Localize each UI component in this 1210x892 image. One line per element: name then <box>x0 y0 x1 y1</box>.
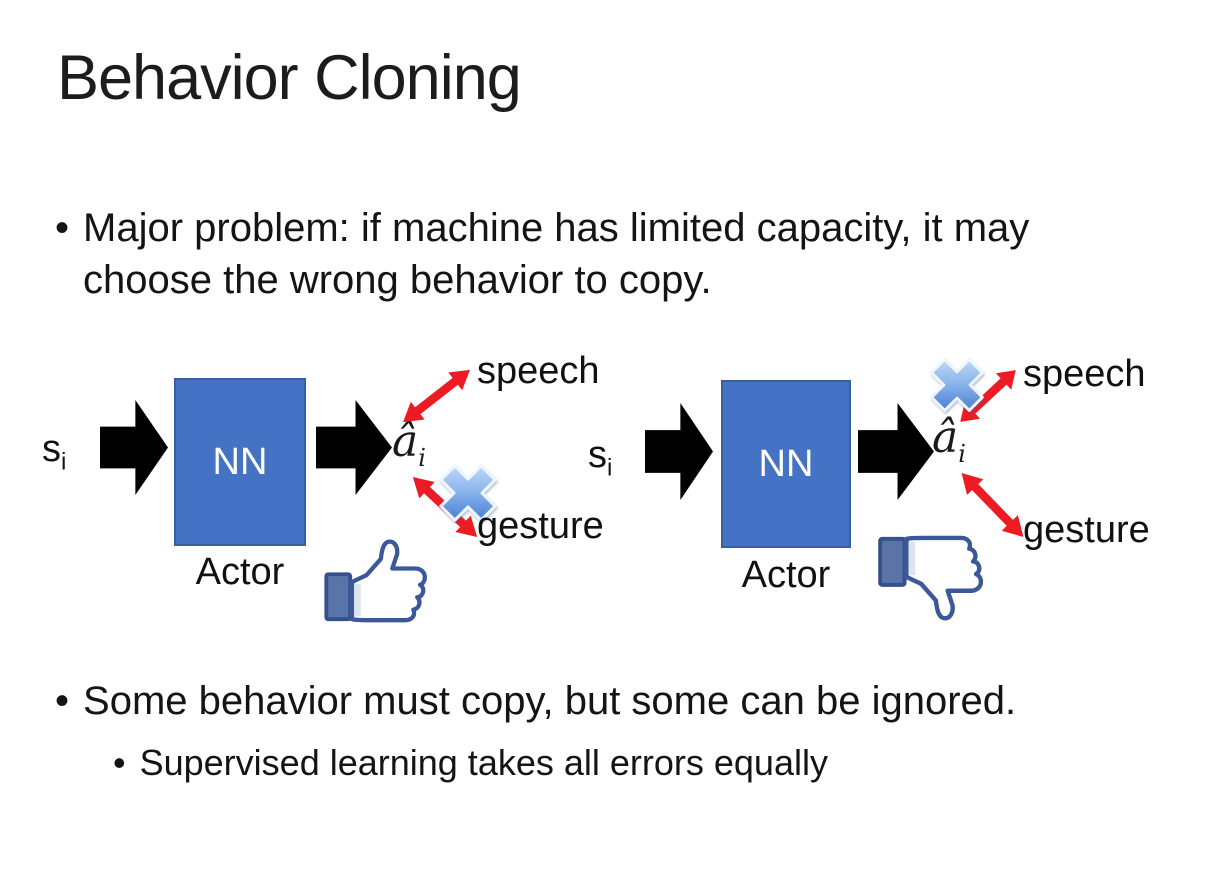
action-label: âi <box>392 416 426 472</box>
nn-label: NN <box>758 442 814 485</box>
output-arrow-icon <box>858 403 934 500</box>
thumbs-up-icon <box>324 539 427 623</box>
action-label: âi <box>932 412 966 468</box>
action-subscript: i <box>958 439 966 468</box>
gesture-label: gesture <box>1023 509 1150 551</box>
cross-out-icon <box>930 358 984 412</box>
bullet-glyph: • <box>55 206 70 250</box>
gesture-double-arrow-icon <box>412 476 478 538</box>
speech-double-arrow-icon <box>960 370 1016 422</box>
input-arrow-icon <box>645 403 713 500</box>
state-symbol: s <box>588 434 607 476</box>
nn-box: NN <box>721 380 851 548</box>
gesture-double-arrow-icon <box>961 472 1024 538</box>
state-label: si <box>42 428 66 477</box>
output-arrow-icon <box>316 400 392 495</box>
state-label: si <box>588 434 612 483</box>
nn-label: NN <box>212 440 268 483</box>
action-subscript: i <box>418 443 426 472</box>
thumbs-down-icon <box>878 535 984 621</box>
bullet-major-problem: • Major problem: if machine has limited … <box>55 203 1068 306</box>
cross-out-icon <box>439 464 497 522</box>
gesture-label: gesture <box>477 505 604 547</box>
speech-label: speech <box>1023 353 1146 395</box>
actor-label: Actor <box>741 554 831 596</box>
action-symbol: â <box>392 416 419 467</box>
bullet-major-problem-text: Major problem: if machine has limited ca… <box>83 206 1030 302</box>
bullet-glyph: • <box>55 679 70 723</box>
state-subscript: i <box>607 454 613 482</box>
state-symbol: s <box>42 428 61 470</box>
speech-double-arrow-icon <box>403 369 470 423</box>
bullet-supervised-learning-text: Supervised learning takes all errors equ… <box>139 742 828 783</box>
bullet-glyph: • <box>113 742 126 783</box>
nn-box: NN <box>174 378 306 546</box>
bullet-some-behavior: • Some behavior must copy, but some can … <box>55 676 1016 726</box>
speech-label: speech <box>477 350 600 392</box>
bullet-supervised-learning: • Supervised learning takes all errors e… <box>113 740 828 785</box>
state-subscript: i <box>61 448 67 476</box>
input-arrow-icon <box>100 400 168 495</box>
slide-title: Behavior Cloning <box>57 43 522 113</box>
action-symbol: â <box>932 412 959 463</box>
bullet-some-behavior-text: Some behavior must copy, but some can be… <box>83 679 1017 723</box>
actor-label: Actor <box>195 551 285 593</box>
